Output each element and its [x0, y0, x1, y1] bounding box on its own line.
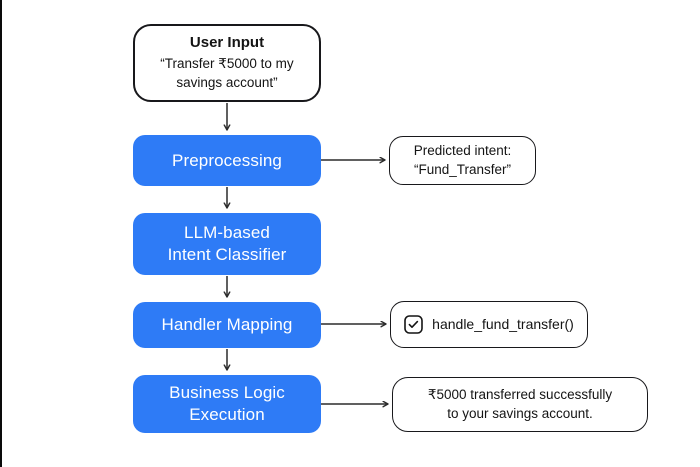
result-line1: ₹5000 transferred successfully [427, 386, 613, 402]
checkbox-icon [404, 315, 423, 334]
user-input-title: User Input [189, 33, 265, 51]
node-result-message: ₹5000 transferred successfully to your s… [392, 377, 648, 432]
node-business-logic-execution: Business Logic Execution [133, 375, 321, 433]
result-line2: to your savings account. [447, 405, 593, 421]
user-input-text-line2: savings account” [176, 74, 278, 90]
node-handler-mapping: Handler Mapping [133, 302, 321, 348]
preprocessing-label: Preprocessing [172, 150, 282, 170]
node-preprocessing: Preprocessing [133, 135, 321, 186]
node-handler-output: handle_fund_transfer() [390, 301, 588, 348]
business-logic-line1: Business Logic [169, 383, 285, 403]
business-logic-line2: Execution [189, 405, 265, 424]
llm-classifier-line1: LLM-based [184, 223, 270, 243]
node-user-input: User Input “Transfer ₹5000 to my savings… [133, 24, 321, 102]
node-llm-intent-classifier: LLM-based Intent Classifier [133, 213, 321, 275]
predicted-intent-line2: “Fund_Transfer” [413, 161, 512, 177]
node-predicted-intent: Predicted intent: “Fund_Transfer” [389, 136, 536, 185]
handler-output-label: handle_fund_transfer() [432, 315, 574, 332]
left-edge-strip [0, 0, 2, 467]
user-input-text-line1: “Transfer ₹5000 to my [160, 55, 294, 71]
llm-classifier-line2: Intent Classifier [167, 245, 287, 264]
handler-mapping-label: Handler Mapping [161, 315, 293, 335]
predicted-intent-line1: Predicted intent: [413, 142, 512, 158]
